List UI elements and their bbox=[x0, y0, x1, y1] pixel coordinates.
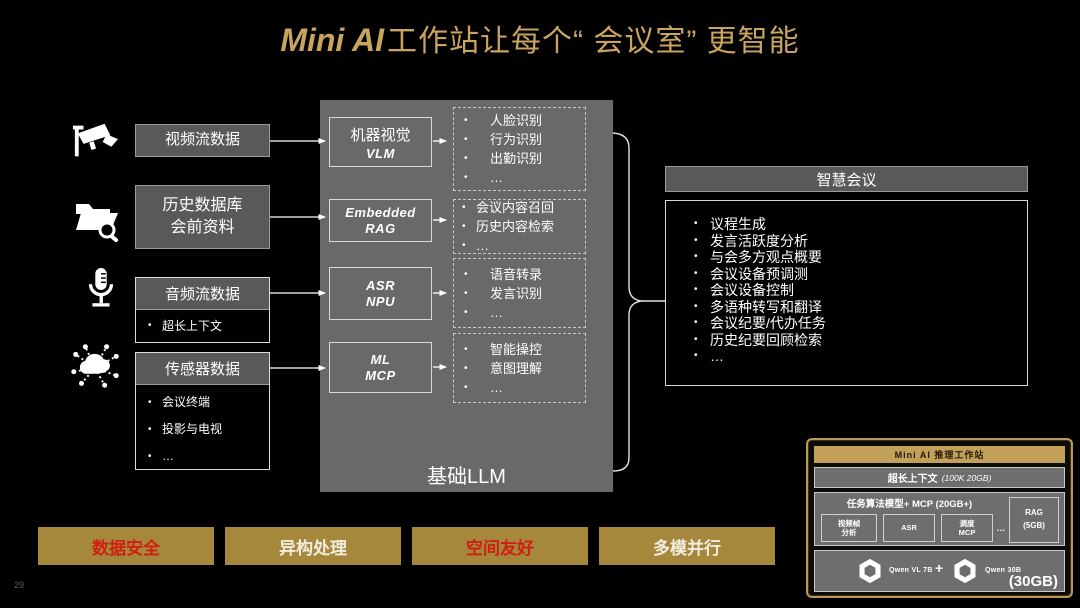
input-sensor-group: 传感器数据 会议终端投影与电视… bbox=[135, 352, 270, 470]
module-label: Embedded bbox=[345, 205, 416, 220]
feature-button: 多模并行 bbox=[599, 527, 775, 565]
sensor-icon bbox=[68, 340, 122, 397]
list-item: 多语种转写和翻译 bbox=[666, 299, 1027, 316]
chip-ellipsis: … bbox=[996, 523, 1006, 533]
module-vision: 机器视觉 VLM bbox=[329, 117, 432, 167]
chip-asr: ASR bbox=[883, 514, 935, 542]
list-item: 超长上下文 bbox=[136, 314, 269, 338]
feature-button: 异构处理 bbox=[225, 527, 401, 565]
base-llm-label: 基础LLM bbox=[427, 466, 506, 488]
qwen-logo-icon bbox=[857, 558, 883, 589]
list-item: 会议内容召回 bbox=[454, 198, 585, 217]
chip-video-frame: 视频帧 分析 bbox=[821, 514, 877, 542]
engine-panel: 机器视觉 VLM 人脸识别行为识别出勤识别… Embedded RAG 会议内容… bbox=[320, 100, 613, 492]
input-sensor-data: 传感器数据 bbox=[136, 353, 269, 385]
input-history-database: 历史数据库 会前资料 bbox=[135, 185, 270, 249]
outputs-vision: 人脸识别行为识别出勤识别… bbox=[453, 107, 586, 191]
context-note: (100K 20GB) bbox=[941, 472, 992, 483]
plus-sign: + bbox=[935, 560, 944, 576]
list-item: … bbox=[454, 168, 585, 187]
list-item: 发言识别 bbox=[454, 284, 585, 303]
list-item: … bbox=[454, 378, 585, 397]
page-number: 29 bbox=[14, 580, 25, 590]
list-item: 语音转录 bbox=[454, 265, 585, 284]
list-item: 人脸识别 bbox=[454, 111, 585, 130]
list-item: 会议设备预调测 bbox=[666, 266, 1027, 283]
module-label: VLM bbox=[366, 145, 395, 161]
list-item: 历史纪要回顾检索 bbox=[666, 332, 1027, 349]
list-item: 会议终端 bbox=[136, 389, 269, 416]
list-item: … bbox=[454, 303, 585, 322]
model2-label: Qwen 30B bbox=[985, 567, 1022, 574]
list-item: 会议纪要/代办任务 bbox=[666, 315, 1027, 332]
context-label: 超长上下文 bbox=[887, 474, 938, 485]
list-item: 历史内容检索 bbox=[454, 217, 585, 236]
list-item: 会议设备控制 bbox=[666, 282, 1027, 299]
module-ml: ML MCP bbox=[329, 342, 432, 393]
task-title: 任务算法模型+ MCP (20GB+) bbox=[846, 499, 973, 510]
list-item: 智能操控 bbox=[454, 340, 585, 359]
list-item: 发言活跃度分析 bbox=[666, 233, 1027, 250]
list-item: 意图理解 bbox=[454, 359, 585, 378]
total-memory-label: (30GB) bbox=[1008, 573, 1058, 590]
sensor-sub-list: 会议终端投影与电视… bbox=[136, 385, 269, 474]
folder-search-icon bbox=[72, 194, 120, 247]
module-label: MCP bbox=[365, 368, 396, 383]
feature-button-label: 多模并行 bbox=[653, 538, 721, 558]
module-asr: ASR NPU bbox=[329, 267, 432, 320]
title-brand: Mini AI bbox=[280, 22, 385, 58]
list-item: 投影与电视 bbox=[136, 416, 269, 443]
microphone-icon bbox=[82, 264, 120, 317]
list-item: 议程生成 bbox=[666, 216, 1027, 233]
list-item: 出勤识别 bbox=[454, 149, 585, 168]
smart-meeting-list: 议程生成发言活跃度分析与会多方观点概要会议设备预调测会议设备控制多语种转写和翻译… bbox=[665, 200, 1028, 386]
outputs-asr: 语音转录发言识别… bbox=[453, 258, 586, 328]
workstation-box: Mini AI 推理工作站 超长上下文 (100K 20GB) 任务算法模型+ … bbox=[806, 438, 1073, 598]
module-label: NPU bbox=[366, 294, 395, 309]
outputs-ml: 智能操控意图理解… bbox=[453, 333, 586, 403]
chip-rag: RAG (5GB) bbox=[1009, 497, 1059, 543]
smart-meeting-title: 智慧会议 bbox=[665, 166, 1028, 192]
model1-label: Qwen VL 7B bbox=[889, 567, 933, 574]
cctv-camera-icon bbox=[70, 118, 120, 169]
feature-button: 空间友好 bbox=[412, 527, 588, 565]
task-row: 任务算法模型+ MCP (20GB+) 视频帧 分析 ASR 调度 MCP … … bbox=[814, 492, 1065, 546]
chip-mcp: 调度 MCP bbox=[941, 514, 993, 542]
feature-button-label: 异构处理 bbox=[279, 538, 347, 558]
audio-sub-list: 超长上下文 bbox=[136, 310, 269, 342]
qwen-logo-icon bbox=[952, 558, 978, 589]
feature-button: 数据安全 bbox=[38, 527, 214, 565]
input-audio-stream-group: 音频流数据 超长上下文 bbox=[135, 277, 270, 343]
list-item: … bbox=[136, 443, 269, 470]
list-item: … bbox=[666, 348, 1027, 365]
list-item: … bbox=[454, 236, 585, 255]
feature-button-label: 空间友好 bbox=[466, 538, 534, 558]
input-video-stream: 视频流数据 bbox=[135, 124, 270, 157]
list-item: 与会多方观点概要 bbox=[666, 249, 1027, 266]
feature-button-label: 数据安全 bbox=[92, 538, 160, 558]
context-row: 超长上下文 (100K 20GB) bbox=[814, 467, 1065, 488]
model-row: Qwen VL 7B + Qwen 30B (30GB) bbox=[814, 550, 1065, 592]
module-rag: Embedded RAG bbox=[329, 199, 432, 242]
module-label: RAG bbox=[365, 221, 396, 236]
module-label: ML bbox=[370, 352, 391, 367]
list-item: 行为识别 bbox=[454, 130, 585, 149]
workstation-title: Mini AI 推理工作站 bbox=[814, 446, 1065, 463]
outputs-rag: 会议内容召回历史内容检索… bbox=[453, 198, 586, 255]
title-text: 工作站让每个“ 会议室” 更智能 bbox=[387, 25, 800, 58]
feature-button-row: 数据安全 异构处理 空间友好 多模并行 bbox=[38, 527, 775, 565]
module-label: 机器视觉 bbox=[350, 126, 411, 144]
input-audio-stream: 音频流数据 bbox=[136, 278, 269, 310]
module-label: ASR bbox=[366, 278, 395, 293]
